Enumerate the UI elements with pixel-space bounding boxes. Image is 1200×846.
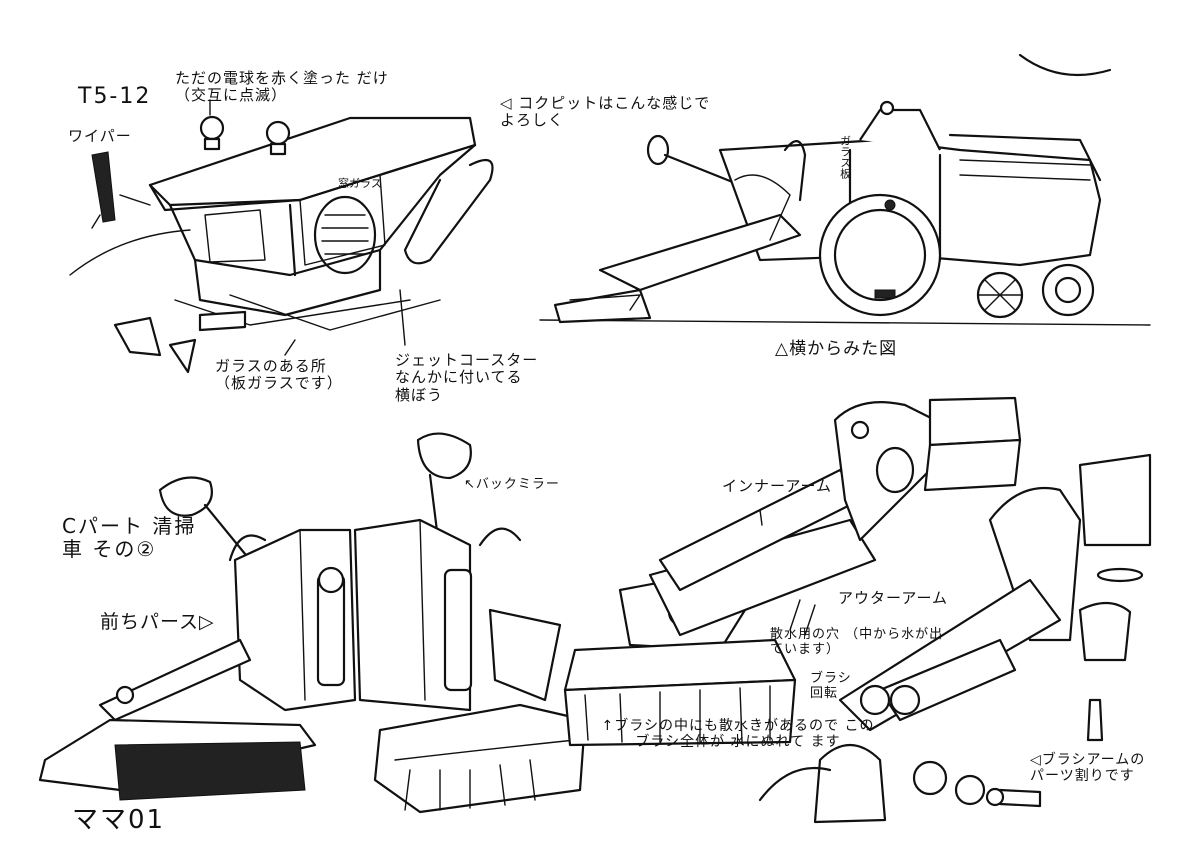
water-holes-note: 散水用の穴 （中から水が出ています） — [770, 627, 944, 657]
brush-water-note: ↑ブラシの中にも散水きがあるので このブラシ全体が 水にぬれて ます — [601, 718, 875, 751]
side-view-caption: △横からみた図 — [775, 339, 898, 359]
bar-note: ジェットコースター なんかに付いてる 横ぼう — [395, 351, 539, 404]
inner-arm-label: インナーアーム — [722, 477, 833, 495]
page-number: ママ01 — [72, 805, 166, 835]
glass-side-label: 窓ガラス — [338, 177, 382, 190]
glass-note: ガラスのある所 （板ガラスです） — [215, 357, 343, 393]
side-glass-label: ガラス板 — [838, 135, 852, 179]
arm-detail-drawing — [563, 396, 1152, 824]
corner-arc — [1018, 53, 1112, 77]
outer-arm-label: アウターアーム — [838, 589, 949, 607]
cockpit-note: ◁ コクピットはこんな感じで よろしく — [500, 94, 711, 130]
side-view-drawing — [539, 100, 1151, 326]
sheet-code: T5-12 — [78, 84, 152, 109]
brush-arm-parts-note: ◁ブラシアームの パーツ割りです — [1030, 752, 1146, 785]
front-view-drawing — [38, 432, 587, 814]
wiper-label: ワイパー — [68, 127, 132, 145]
lamp-note: ただの電球を赤く塗った だけ（交互に点滅） — [175, 69, 389, 105]
part-title: Cパート 清掃車 その② — [62, 514, 197, 561]
front-view-caption: 前ちパース▷ — [100, 611, 215, 633]
cab-perspective-drawing — [69, 99, 494, 374]
mirror-label: ↖バックミラー — [464, 477, 560, 492]
brush-rotation-label: ブラシ 回転 — [810, 671, 852, 701]
